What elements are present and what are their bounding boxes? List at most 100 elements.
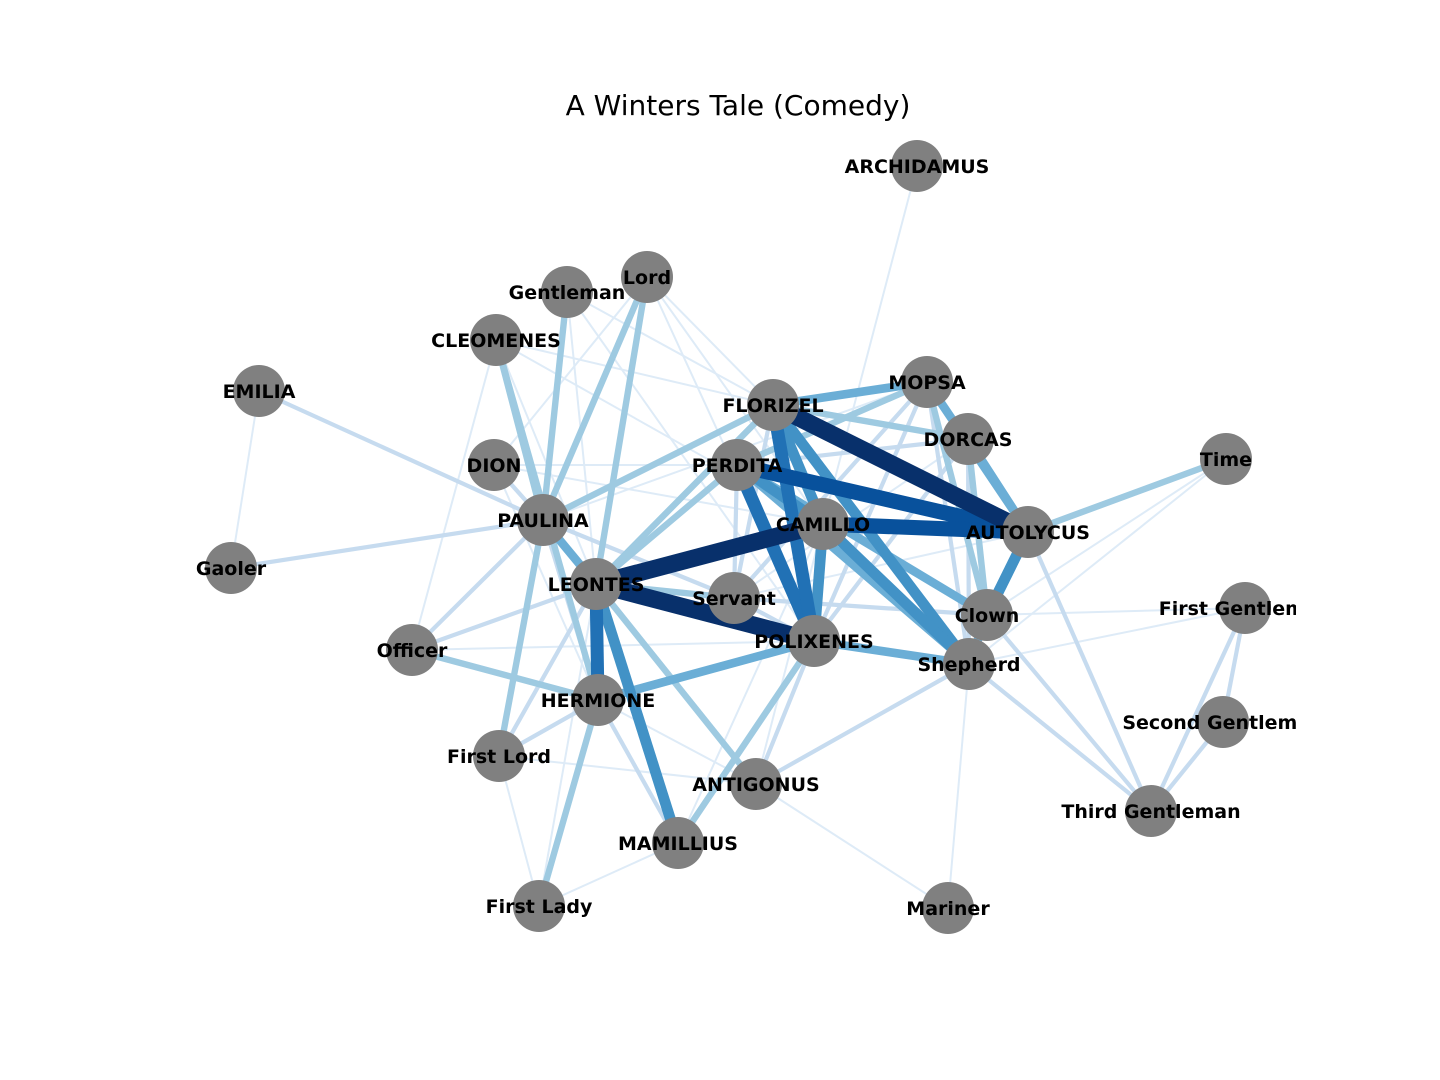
edge-paulina-servant (542, 518, 735, 600)
node-label-first-lady: First Lady (486, 896, 593, 918)
node-emilia (233, 365, 285, 417)
edge-leontes-antigonus (593, 582, 759, 786)
edge-paulina-gentleman (539, 291, 571, 521)
node-label-perdita: PERDITA (692, 455, 783, 477)
node-florizel (747, 379, 799, 431)
node-label-emilia: EMILIA (223, 381, 296, 403)
node-cleomenes (470, 314, 522, 366)
node-dion (468, 439, 520, 491)
edge-mopsa-polixenes (812, 381, 929, 642)
edge-paulina-gaoler (230, 517, 544, 571)
node-label-archidamus: ARCHIDAMUS (845, 156, 990, 178)
node-label-officer: Officer (377, 640, 448, 662)
edge-autolycus-time (1026, 455, 1228, 536)
edge-paulina-first-lord (495, 519, 547, 757)
edge-florizel-shepherd (768, 401, 974, 668)
node-label-third-gentleman: Third Gentleman (1061, 801, 1240, 823)
node-label-dorcas: DORCAS (924, 429, 1013, 451)
node-perdita (711, 439, 763, 491)
node-time (1200, 433, 1252, 485)
node-autolycus (1002, 506, 1054, 558)
edge-antigonus-mariner (755, 783, 949, 909)
node-first-lady (513, 880, 565, 932)
edge-shepherd-third-gentleman (967, 662, 1153, 813)
edge-shepherd-first-gentleman (968, 607, 1246, 665)
node-dorcas (942, 413, 994, 465)
edge-officer-paulina (410, 518, 545, 652)
node-label-gentleman: Gentleman (509, 282, 626, 304)
edge-lord-florizel (646, 276, 774, 406)
node-label-gaoler: Gaoler (196, 558, 267, 580)
edge-perdita-mopsa (735, 379, 929, 468)
edge-antigonus-camillo (755, 523, 824, 785)
node-gaoler (205, 542, 257, 594)
edge-leontes-lord (592, 276, 651, 585)
node-label-servant: Servant (692, 588, 776, 610)
edge-paulina-florizel (541, 402, 775, 523)
node-label-first-gentleman: First Gentleman (1159, 598, 1332, 620)
edge-leontes-first-lord (497, 582, 598, 758)
edge-florizel-dorcas (772, 401, 969, 443)
node-camillo (797, 498, 849, 550)
node-shepherd (943, 638, 995, 690)
node-mariner (922, 882, 974, 934)
node-mamillius (652, 817, 704, 869)
edge-perdita-polixenes (731, 462, 820, 644)
diagram-title: A Winters Tale (Comedy) (566, 89, 911, 122)
node-archidamus (891, 140, 943, 192)
node-label-polixenes: POLIXENES (754, 631, 873, 653)
node-label-time: Time (1200, 449, 1252, 471)
edge-camillo-autolycus (822, 516, 1029, 540)
node-third-gentleman (1125, 785, 1177, 837)
edge-florizel-autolycus (769, 397, 1032, 540)
node-antigonus (730, 758, 782, 810)
edge-paulina-lord (540, 275, 650, 522)
edge-hermione-officer (411, 646, 599, 704)
edge-emilia-gaoler (230, 390, 260, 569)
edge-paulina-emilia (258, 389, 544, 522)
edge-polixenes-mamillius (675, 639, 817, 845)
node-first-gentleman (1219, 582, 1271, 634)
edge-shepherd-mariner (947, 663, 970, 909)
node-label-antigonus: ANTIGONUS (692, 774, 819, 796)
edge-clown-first-gentleman (986, 607, 1246, 616)
node-label-clown: Clown (955, 605, 1020, 627)
edge-leontes-florizel (593, 402, 776, 587)
node-label-hermione: HERMIONE (541, 690, 656, 712)
node-label-camillo: CAMILLO (776, 514, 870, 536)
node-label-autolycus: AUTOLYCUS (966, 522, 1090, 544)
edge-hermione-mamillius (596, 698, 680, 845)
edge-leontes-mamillius (590, 582, 684, 845)
edge-cleomenes-officer (411, 339, 497, 651)
node-label-florizel: FLORIZEL (722, 395, 823, 417)
node-label-paulina: PAULINA (497, 510, 589, 532)
node-label-mariner: Mariner (906, 898, 990, 920)
node-second-gentleman (1197, 696, 1249, 748)
edge-leontes-polixenes (593, 575, 817, 650)
edge-clown-time (986, 458, 1227, 616)
node-leontes (570, 558, 622, 610)
node-label-first-lord: First Lord (447, 746, 551, 768)
edge-shepherd-time (968, 458, 1227, 665)
edge-leontes-camillo (593, 515, 826, 593)
node-first-lord (473, 730, 525, 782)
edge-hermione-first-lady (535, 699, 602, 907)
edge-perdita-autolycus (735, 457, 1030, 540)
node-gentleman (541, 266, 593, 318)
edge-first-lady-leontes (538, 583, 597, 907)
edge-shepherd-antigonus (754, 662, 971, 786)
node-label-cleomenes: CLEOMENES (431, 330, 561, 352)
edge-dorcas-polixenes (812, 437, 970, 643)
node-polixenes (788, 615, 840, 667)
node-officer (386, 624, 438, 676)
edge-archidamus-camillo (822, 165, 918, 525)
edge-first-lord-antigonus (498, 755, 757, 785)
edge-cleomenes-florizel (495, 339, 774, 406)
node-label-lord: Lord (623, 267, 671, 289)
node-label-mamillius: MAMILLIUS (618, 833, 738, 855)
edge-clown-third-gentleman (985, 613, 1153, 813)
node-layer (205, 140, 1271, 934)
node-mopsa (901, 356, 953, 408)
